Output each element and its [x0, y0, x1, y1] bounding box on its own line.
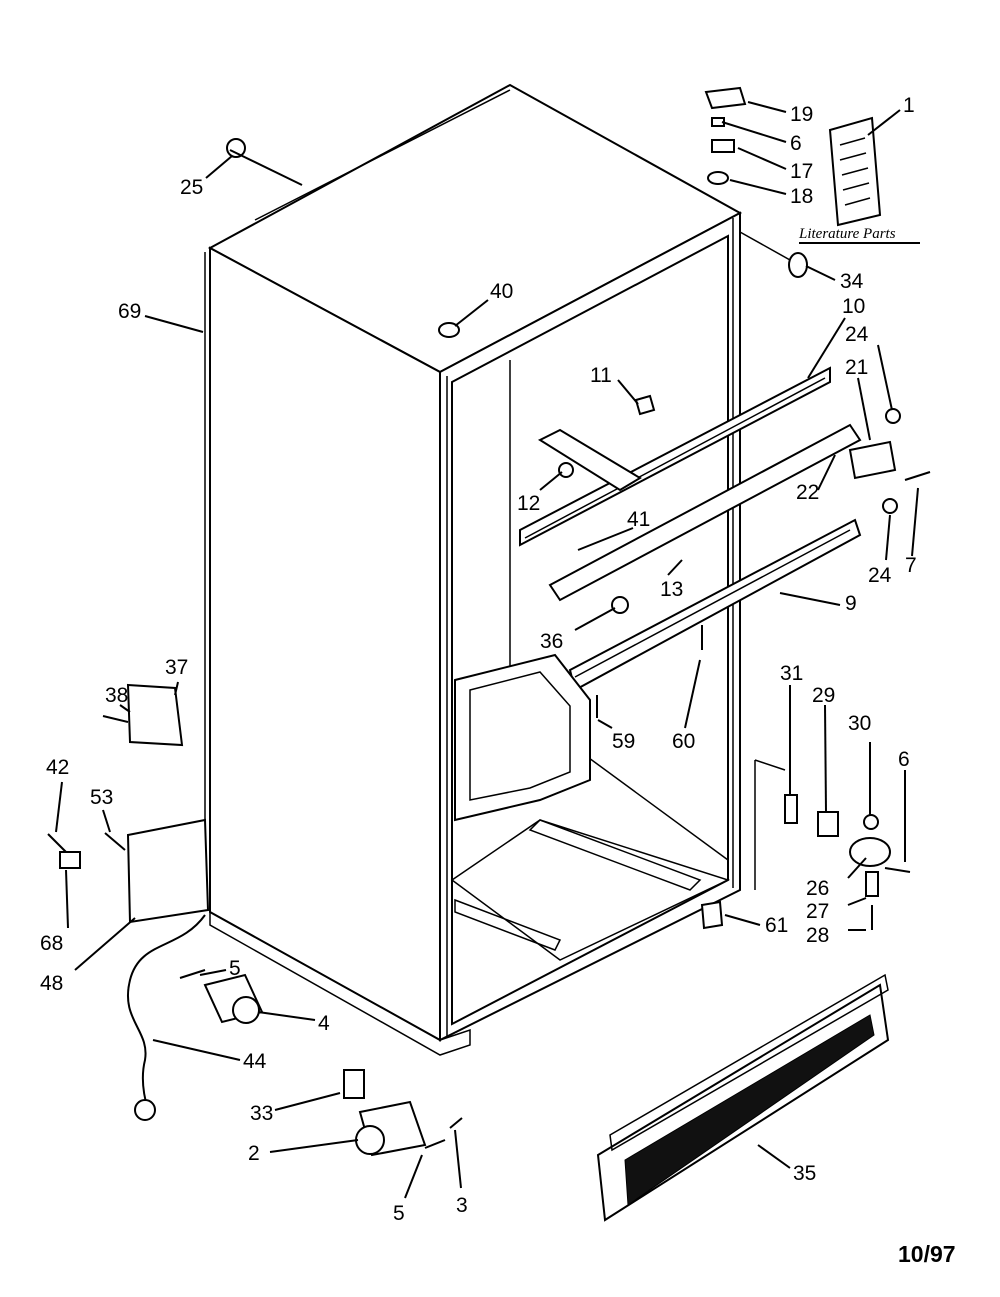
- cabinet-shell: [204, 83, 743, 1056]
- callout-48: 48: [40, 972, 63, 995]
- callout-29: 29: [812, 684, 835, 707]
- callout-21: 21: [845, 356, 868, 379]
- callout-9: 9: [845, 592, 857, 615]
- callout-24: 24: [845, 323, 869, 346]
- callout-59: 59: [612, 730, 635, 753]
- callout-60: 60: [672, 730, 695, 753]
- callout-17: 17: [790, 160, 813, 183]
- callout-1: 1: [903, 94, 915, 117]
- callout-22: 22: [796, 481, 819, 504]
- callout-42: 42: [46, 756, 69, 779]
- callout-27: 27: [806, 900, 829, 923]
- literature-parts-label: Literature Parts: [798, 226, 896, 242]
- callout-19: 19: [790, 103, 813, 126]
- callout-44: 44: [243, 1050, 267, 1073]
- hardware-parts: [47, 86, 931, 1157]
- leader-lines: [55, 101, 919, 1199]
- callout-7: 7: [905, 554, 917, 577]
- callout-26: 26: [806, 877, 829, 900]
- callout-38: 38: [105, 684, 128, 707]
- callout-3: 3: [456, 1194, 468, 1217]
- callout-13: 13: [660, 578, 683, 601]
- callout-41: 41: [627, 508, 650, 531]
- callout-12: 12: [517, 492, 540, 515]
- callout-53: 53: [90, 786, 113, 809]
- callout-6: 6: [790, 132, 802, 155]
- callout-31: 31: [780, 662, 803, 685]
- callout-28: 28: [806, 924, 829, 947]
- interior-parts: [454, 366, 862, 951]
- callout-25: 25: [180, 176, 203, 199]
- base-grille: [596, 973, 890, 1222]
- callout-10: 10: [842, 295, 865, 318]
- literature-card: Literature Parts: [798, 116, 920, 244]
- callout-68: 68: [40, 932, 63, 955]
- callout-37: 37: [165, 656, 188, 679]
- callout-33: 33: [250, 1102, 273, 1125]
- callout-69: 69: [118, 300, 141, 323]
- callout-30: 30: [848, 712, 871, 735]
- callout-40: 40: [490, 280, 513, 303]
- callout-4: 4: [318, 1012, 330, 1035]
- callout-labels: 1 19 6 17 18 25 34 10 24 40 69 11 21 22 …: [40, 94, 917, 1225]
- callout-36: 36: [540, 630, 563, 653]
- callout-11: 11: [590, 364, 612, 387]
- callout-5: 5: [229, 957, 241, 980]
- callout-2: 2: [248, 1142, 260, 1165]
- callout-18: 18: [790, 185, 813, 208]
- callout-35: 35: [793, 1162, 816, 1185]
- callout-34: 34: [840, 270, 864, 293]
- date-code: 10/97: [898, 1241, 956, 1267]
- callout-61: 61: [765, 914, 788, 937]
- callout-6b: 6: [898, 748, 910, 771]
- callout-24b: 24: [868, 564, 892, 587]
- callout-5b: 5: [393, 1202, 405, 1225]
